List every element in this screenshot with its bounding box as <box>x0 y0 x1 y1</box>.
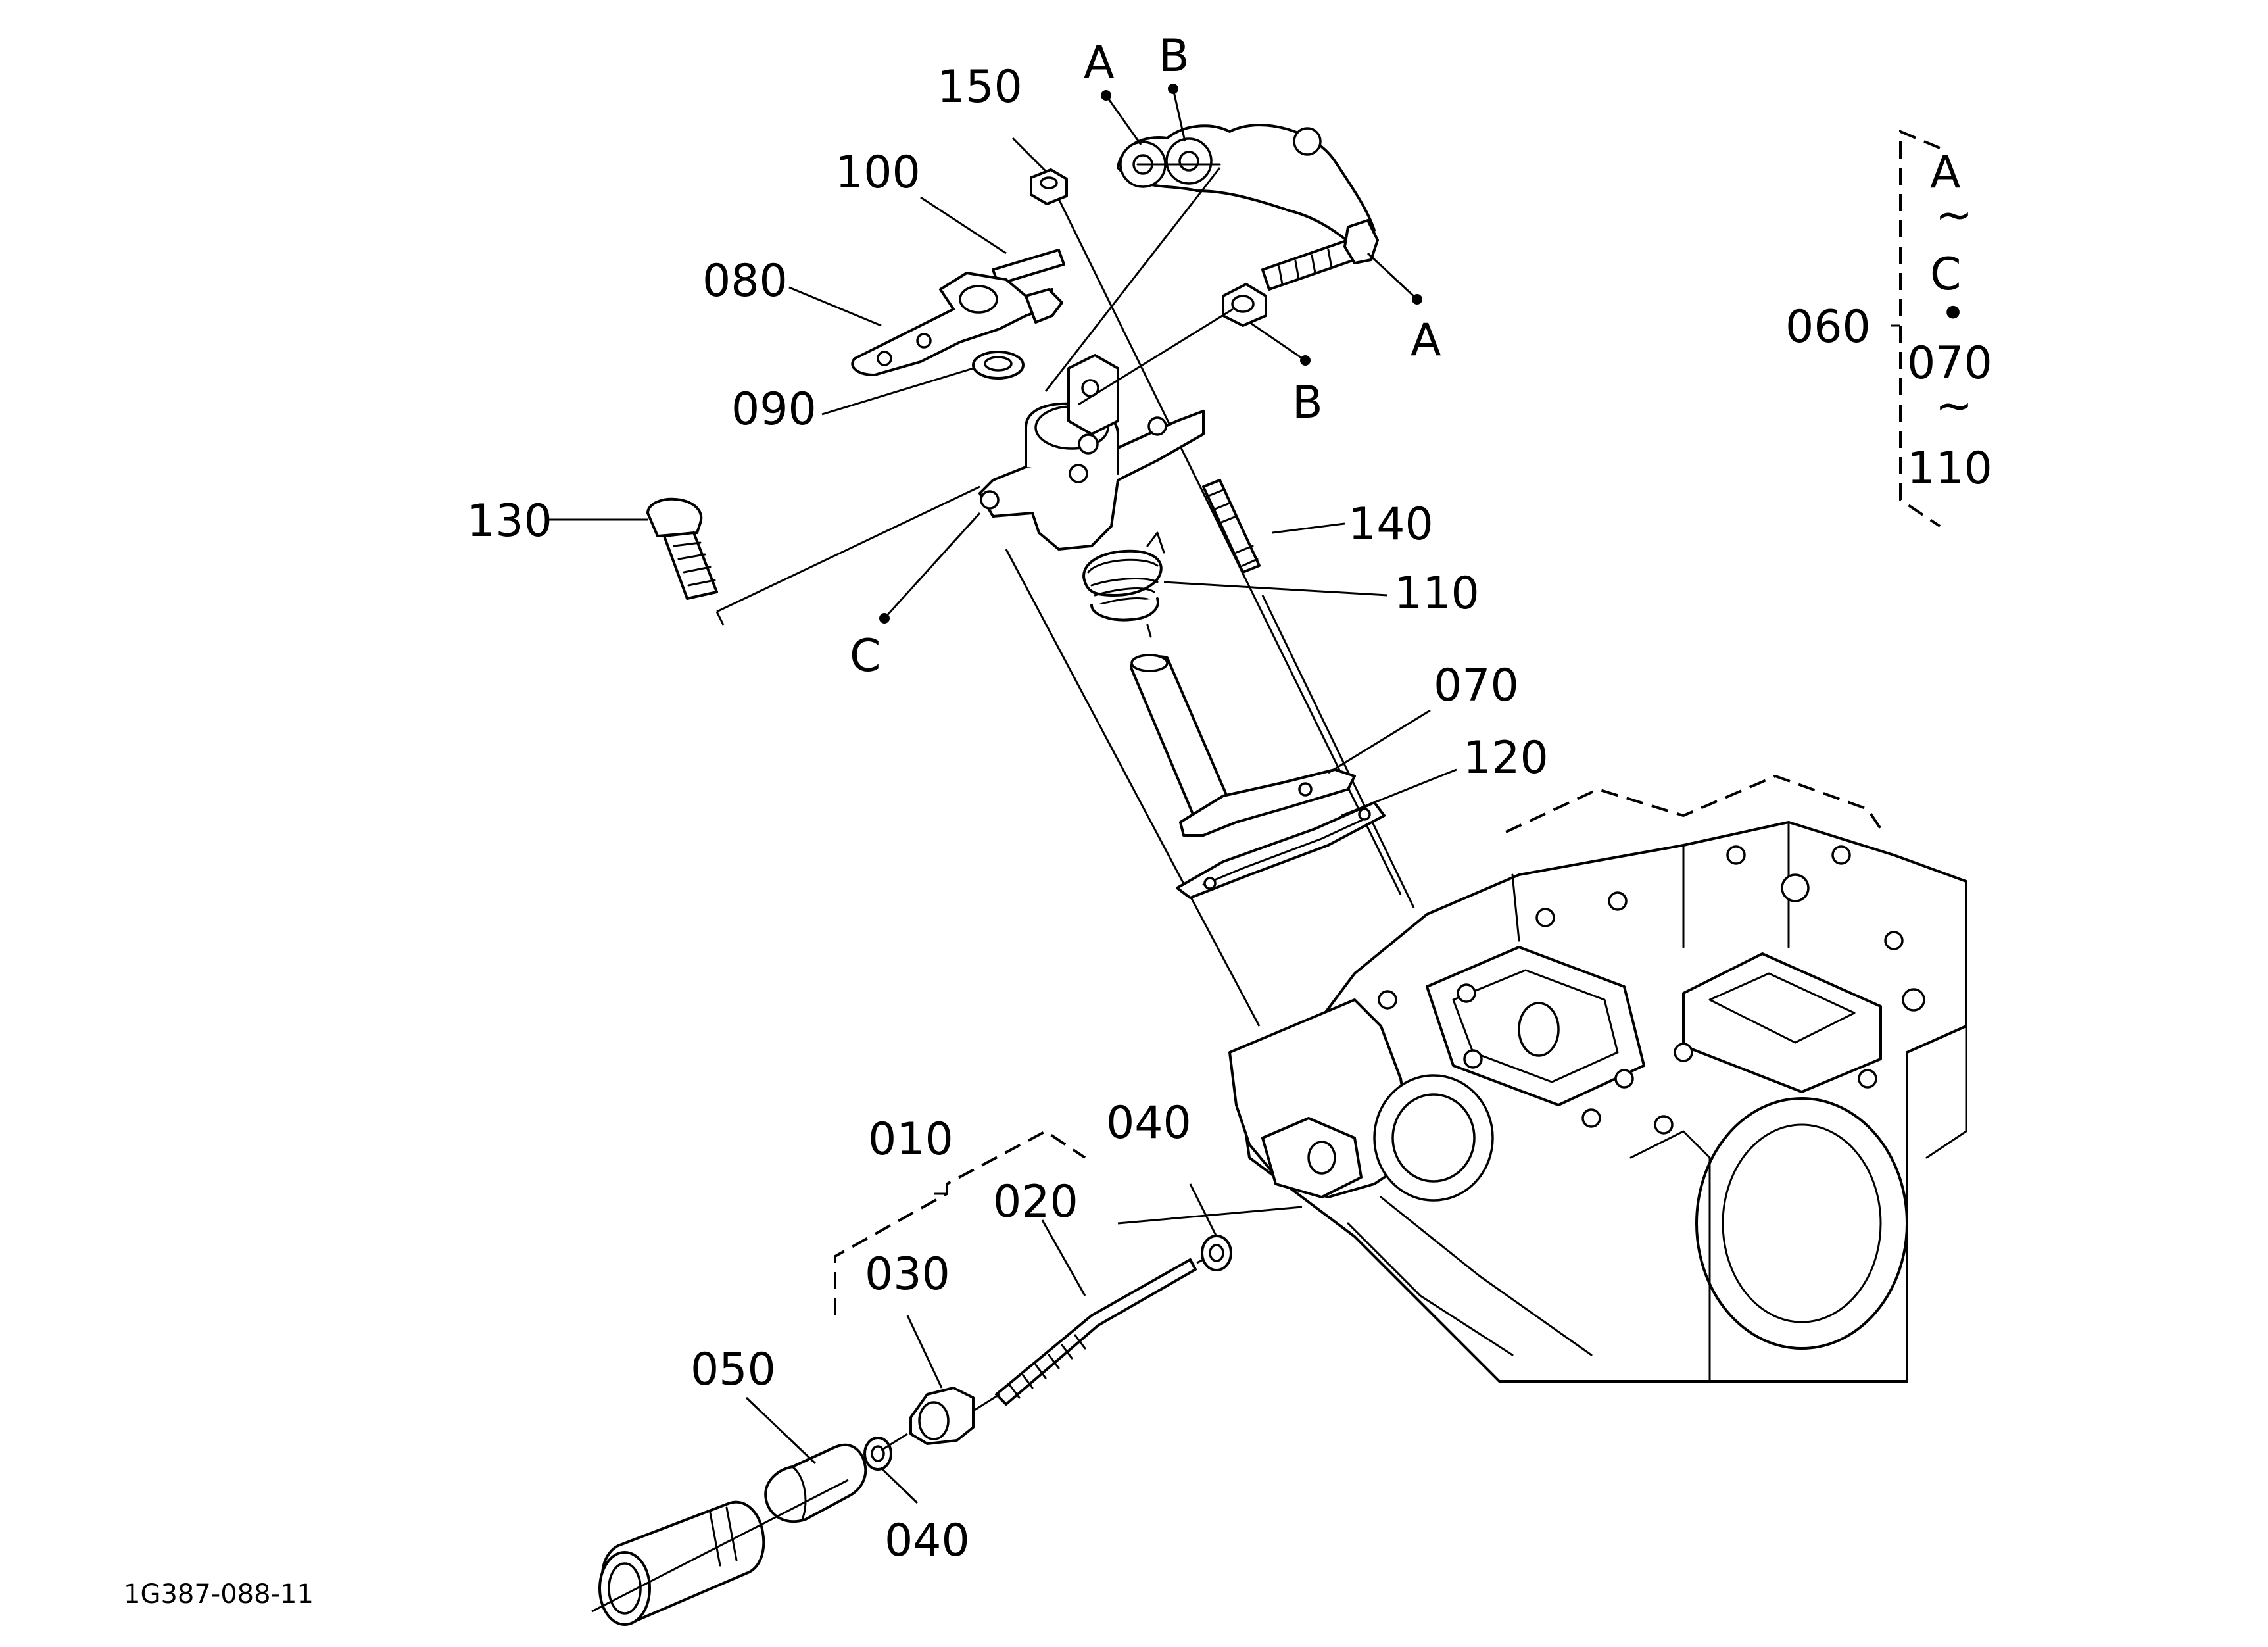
label-040-bottom: 040 <box>884 1515 970 1567</box>
group-bracket-010 <box>834 1129 1086 1315</box>
marker-a-top: A <box>1084 37 1115 89</box>
bolt-130 <box>646 497 718 600</box>
group060-line6: ~ <box>1935 380 1973 432</box>
leader-lines <box>549 88 1457 1504</box>
marker-b-right: B <box>1292 377 1323 429</box>
stud-140 <box>1202 479 1261 574</box>
sleeve <box>598 1500 765 1626</box>
marker-a-right: A <box>1411 314 1441 366</box>
marker-c-left: C <box>850 630 881 682</box>
cap-050 <box>764 1443 867 1523</box>
group060-line5: 070 <box>1907 337 1992 389</box>
marker-dots <box>879 84 1422 624</box>
figure-id: 1G387-088-11 <box>124 1579 314 1610</box>
label-060: 060 <box>1785 301 1871 353</box>
label-040-top: 040 <box>1106 1097 1192 1149</box>
engine-block <box>1228 774 1967 1383</box>
label-120: 120 <box>1463 732 1549 784</box>
label-050: 050 <box>690 1344 776 1396</box>
label-070: 070 <box>1434 660 1519 712</box>
washer-040-bottom <box>863 1437 892 1471</box>
label-080: 080 <box>702 255 788 307</box>
rod-020 <box>995 1258 1197 1406</box>
gasket-120 <box>1176 801 1386 899</box>
label-090: 090 <box>731 383 817 435</box>
label-150: 150 <box>937 61 1023 113</box>
spring-110 <box>1082 531 1165 638</box>
group060-line7: 110 <box>1907 443 1992 495</box>
bolt-a <box>1261 219 1379 291</box>
group-bracket-060 <box>1891 130 1941 528</box>
group060-line3: C <box>1930 249 1961 301</box>
nut-030 <box>909 1387 975 1445</box>
nut-150 <box>1030 168 1068 205</box>
group060-line2: ~ <box>1935 189 1973 241</box>
lever-080 <box>851 272 1063 376</box>
label-100: 100 <box>835 147 921 199</box>
label-110: 110 <box>1394 568 1480 620</box>
governor-housing <box>978 354 1205 551</box>
label-140: 140 <box>1348 499 1434 551</box>
label-020: 020 <box>993 1176 1078 1228</box>
label-030: 030 <box>865 1248 950 1300</box>
label-130: 130 <box>467 495 552 547</box>
lever-bracket <box>1117 124 1376 248</box>
washer-040-top <box>1201 1235 1232 1271</box>
nut-b <box>1222 283 1267 327</box>
washer-090 <box>972 351 1025 380</box>
shaft-070 <box>1130 654 1356 837</box>
label-010: 010 <box>868 1114 953 1166</box>
group060-line4: • <box>1940 288 1966 340</box>
marker-b-top: B <box>1159 30 1190 82</box>
group060-line1: A <box>1930 147 1961 199</box>
